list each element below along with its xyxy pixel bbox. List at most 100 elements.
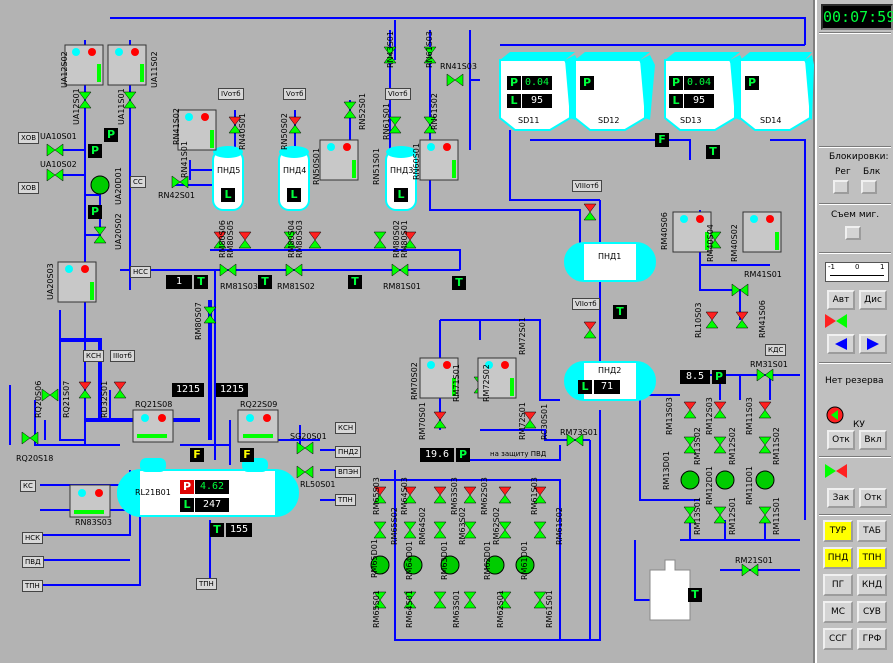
vkl-button[interactable]: Вкл [859, 430, 887, 450]
t-indicator: T [706, 145, 720, 159]
p-indicator: P [88, 144, 102, 158]
readout-1215b: 1215 [216, 383, 248, 397]
label-rm13d01: RM13D01 [662, 451, 671, 490]
label-rm72s03: RM72S01 [518, 402, 527, 440]
dis-button[interactable]: Дис [859, 290, 887, 310]
tag-vi: VIотб [385, 88, 411, 100]
sd11-l-value: 95 [522, 94, 552, 108]
tag-vgen: ВПЭН [335, 466, 362, 478]
label-rm11s02: RM11S02 [772, 427, 781, 465]
regulator-boxes [57, 44, 782, 518]
pnd2-name: ПНД2 [598, 366, 622, 375]
t-indicator: T [688, 588, 702, 602]
label-rn41s02: RN41S02 [172, 108, 181, 145]
label-rm80s07: RM80S07 [194, 302, 203, 340]
nav-tgn-button[interactable]: ТПН [857, 547, 887, 569]
pnd1-name: ПНД1 [598, 252, 622, 261]
label-rn41s01: RN41S01 [180, 141, 189, 178]
label-rm65s01: RM65S01 [372, 590, 381, 628]
scale-bar[interactable]: -1 0 1 [825, 262, 889, 282]
tag-vii: VIIотб [572, 298, 600, 310]
t-indicator: T [452, 276, 466, 290]
nav-suv-button[interactable]: СУВ [857, 601, 887, 623]
label-rm81s01: RM81S01 [383, 282, 421, 291]
readout-196: 19.6 [420, 448, 454, 462]
label-rm63d01: RM63D01 [440, 541, 449, 580]
tag-v: Vотб [283, 88, 307, 100]
right-arrow-icon [867, 338, 879, 350]
pnd3-name: ПНД3 [390, 166, 414, 175]
control-panel: 00:07:59 Блокировки: Рег Блк Съем миг. -… [815, 0, 893, 663]
p-indicator: P [456, 448, 470, 462]
label-rl50s01: RL50S01 [300, 480, 336, 489]
label-rm64s02: RM64S02 [418, 507, 427, 545]
otk2-button[interactable]: Отк [859, 488, 887, 508]
label-rn52s01: RN52S01 [358, 93, 367, 130]
nav-tab-button[interactable]: ТАБ [857, 520, 887, 542]
label-rq21s07: RQ21S07 [62, 380, 71, 418]
label-rq22s09: RQ22S09 [240, 400, 278, 409]
label-ua20s02: UA20S02 [114, 213, 123, 250]
label-ua20d01: UA20D01 [114, 167, 123, 205]
left-arrow-button[interactable] [827, 334, 855, 354]
label-rm80s01: RM80S01 [400, 220, 409, 258]
nav-ssg-button[interactable]: ССГ [823, 628, 853, 650]
label-rq20s06: RQ20S06 [34, 380, 43, 418]
tag-iii: IIIотб [110, 350, 135, 362]
nav-grf-button[interactable]: ГРФ [857, 628, 887, 650]
tag-tpn: ТПН [22, 580, 43, 592]
pipe-network [9, 17, 806, 641]
label-rm40s04: RM40S04 [706, 224, 715, 262]
nav-knd-button[interactable]: КНД [857, 574, 887, 596]
p-indicator: P [104, 128, 118, 142]
label-rm40s06: RM40S06 [660, 212, 669, 250]
sd13-p-value: 0.04 [684, 76, 714, 90]
label-rm63s02: RM63S02 [458, 507, 467, 545]
zak-button[interactable]: Зак [827, 488, 855, 508]
nav-pnd-button[interactable]: ПНД [823, 547, 853, 569]
label-rm62s01: RM62S01 [496, 590, 505, 628]
avt-button[interactable]: Авт [827, 290, 855, 310]
nav-tur-button[interactable]: ТУР [823, 520, 853, 542]
clock: 00:07:59 [821, 4, 893, 30]
tag-ks: КС [20, 480, 36, 492]
label-rm12d01: RM12D01 [705, 466, 714, 505]
f-indicator: F [240, 448, 254, 462]
tag-tpn: ТПН [335, 494, 356, 506]
sd12-p-label: P [580, 76, 594, 90]
tag-viii: VIIIотб [572, 180, 602, 192]
pnd5-name: ПНД5 [217, 166, 241, 175]
resp-toggle[interactable] [845, 226, 861, 240]
no-reserve-label: Нет резерва [825, 376, 884, 386]
f-indicator: F [655, 133, 669, 147]
reg-toggle[interactable] [833, 180, 849, 194]
label-rm62s02: RM62S02 [492, 507, 501, 545]
tag-pvd: ПВД [22, 556, 44, 568]
tag-pnd2: ПНД2 [335, 446, 362, 458]
tag-tpn: ТПН [196, 578, 217, 590]
label-rm80s03: RM80S03 [295, 220, 304, 258]
label-rm63s01: RM63S01 [452, 590, 461, 628]
blk-toggle[interactable] [861, 180, 877, 194]
sd13-l-value: 95 [684, 94, 714, 108]
otk-button[interactable]: Отк [827, 430, 855, 450]
label-ua11s02: UA11S02 [150, 51, 159, 88]
nav-pg-button[interactable]: ПГ [823, 574, 853, 596]
readout-1215a: 1215 [172, 383, 204, 397]
label-rm12s03: RM12S03 [705, 397, 714, 435]
label-rn43s01: RN43S01 [386, 31, 395, 68]
label-rm11s03: RM11S03 [745, 397, 754, 435]
tag-kds: КДС [765, 344, 787, 356]
t-indicator: T [258, 275, 272, 289]
tag-ss: СС [130, 176, 146, 188]
label-rd32s01: RD32S01 [100, 380, 109, 418]
sd11-name: SD11 [518, 116, 540, 125]
sd14-p-label: P [745, 76, 759, 90]
label-rm21s01: RM21S01 [735, 556, 773, 565]
pnd5-l-label: L [221, 188, 235, 202]
label-ua20s03: UA20S03 [46, 263, 55, 300]
right-arrow-button[interactable] [859, 334, 887, 354]
nav-ms-button[interactable]: МС [823, 601, 853, 623]
label-rn83s03: RN83S03 [75, 518, 112, 527]
scale-mid: 0 [855, 263, 860, 271]
